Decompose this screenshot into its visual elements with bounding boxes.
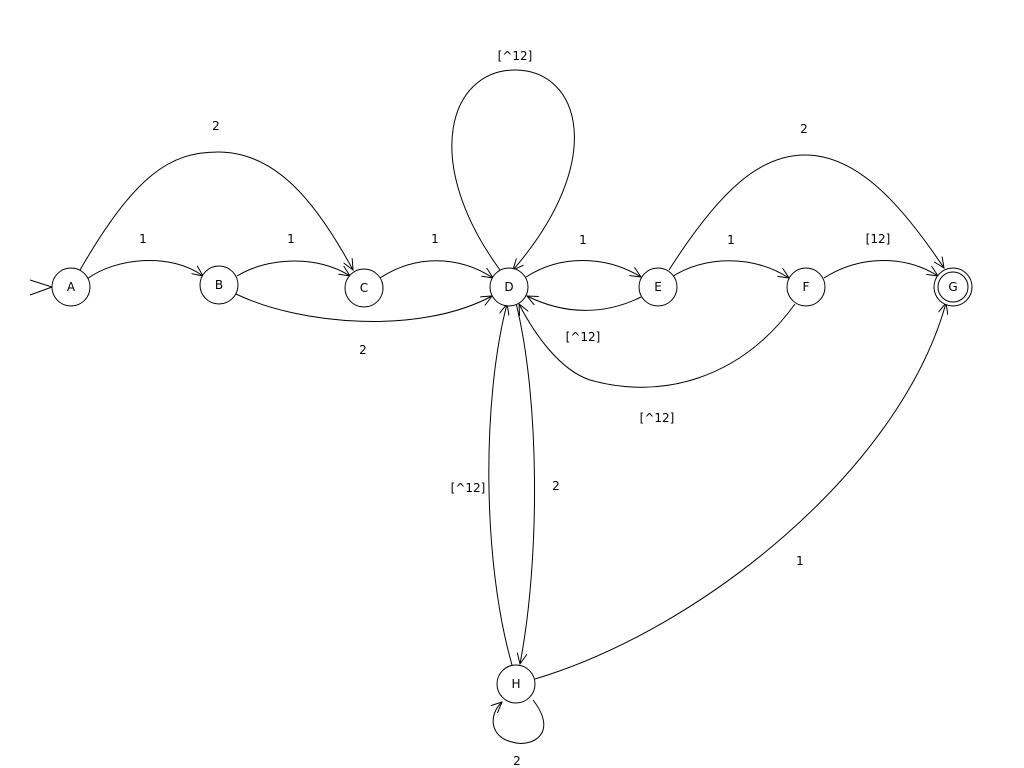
state-node-g-accept[interactable]: G — [933, 267, 973, 307]
edge-f-d — [519, 304, 796, 388]
edge-label: 2 — [212, 119, 220, 133]
edge-e-d — [527, 296, 642, 311]
state-label: G — [948, 280, 957, 294]
state-node-f[interactable]: F — [786, 267, 826, 307]
nodes: A B C D E F G H — [51, 265, 973, 704]
edges — [79, 69, 946, 744]
edge-h-h — [493, 699, 545, 744]
edge-d-h — [515, 302, 535, 664]
edge-label: 2 — [800, 122, 808, 136]
state-label: B — [215, 278, 223, 292]
edge-labels: 1 2 1 2 1 [^12] 1 [^12] 1 2 [12] [^12] 2… — [139, 49, 890, 768]
state-label: E — [654, 280, 662, 294]
edge-label: [^12] — [566, 330, 601, 344]
edge-h-d — [488, 304, 513, 666]
state-node-c[interactable]: C — [344, 268, 384, 308]
edge-d-e — [525, 260, 641, 278]
edge-label: 1 — [139, 232, 147, 246]
edge-b-d — [235, 293, 492, 322]
state-node-h[interactable]: H — [496, 664, 536, 704]
edge-label: 1 — [796, 554, 804, 568]
edge-a-c — [79, 151, 353, 270]
edge-label: 1 — [431, 232, 439, 246]
edge-c-d — [379, 260, 493, 278]
state-label: F — [803, 280, 810, 294]
start-arrow — [29, 279, 54, 296]
edge-b-c — [236, 260, 350, 276]
edge-label: 1 — [727, 233, 735, 247]
edge-label: [^12] — [640, 411, 675, 425]
state-label: A — [67, 280, 76, 294]
edge-e-g — [668, 154, 944, 271]
state-node-e[interactable]: E — [638, 267, 678, 307]
edge-a-b — [86, 260, 203, 280]
state-node-b[interactable]: B — [199, 265, 239, 305]
edge-h-g — [534, 303, 946, 680]
state-label: H — [511, 677, 520, 691]
edge-f-g — [823, 260, 938, 279]
edge-label: 2 — [359, 343, 367, 357]
edge-label: [^12] — [498, 49, 533, 63]
edge-label: [^12] — [451, 481, 486, 495]
edge-label: 1 — [287, 232, 295, 246]
state-node-d[interactable]: D — [489, 267, 529, 307]
state-node-a[interactable]: A — [51, 267, 91, 307]
edge-d-d — [451, 69, 575, 270]
edge-e-f — [669, 260, 789, 278]
edge-label: 2 — [513, 754, 521, 768]
accept-ring — [937, 271, 969, 303]
edge-label: 2 — [552, 479, 560, 493]
edge-label: 1 — [579, 233, 587, 247]
state-label: D — [504, 280, 513, 294]
state-label: C — [360, 281, 368, 295]
edge-label: [12] — [866, 232, 891, 246]
